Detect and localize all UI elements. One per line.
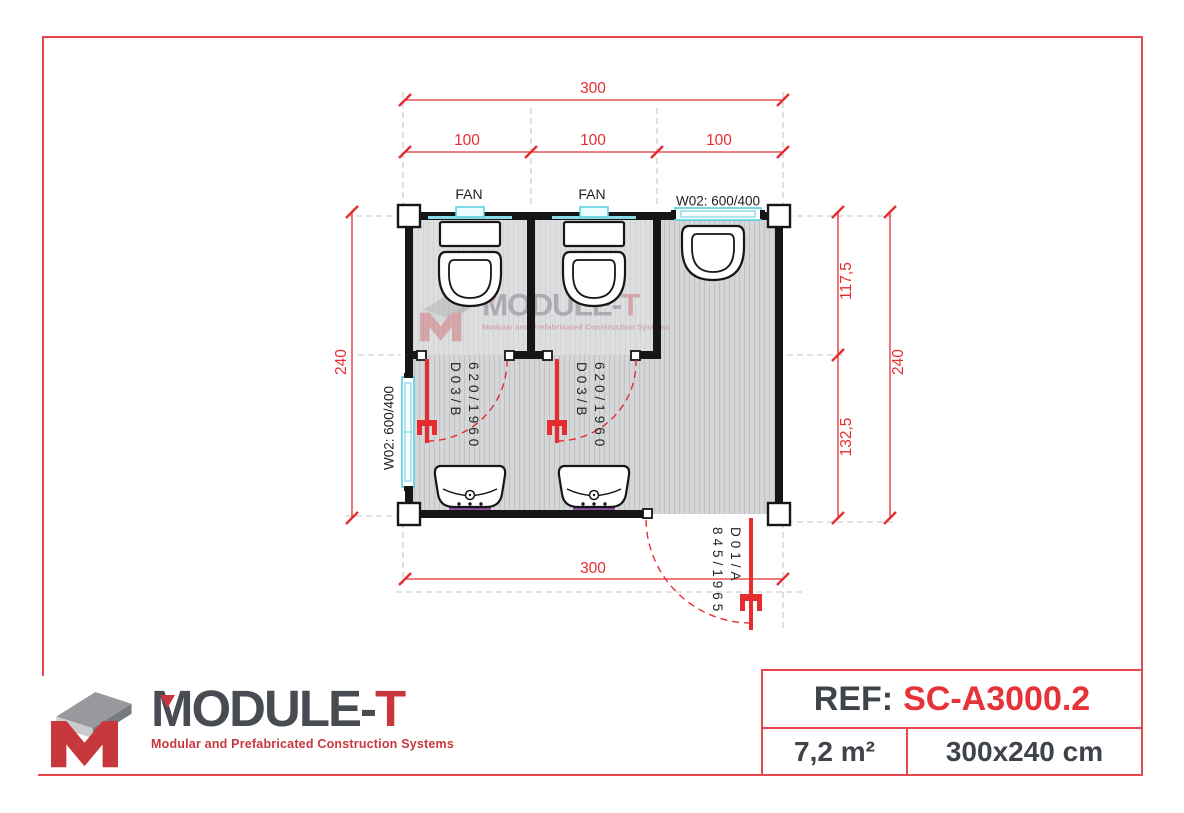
page-border-bottom xyxy=(38,774,1143,776)
main-door-code-label: D01/A xyxy=(728,527,743,585)
reference-box: REF: SC-A3000.2 7,2 m² 300x240 cm xyxy=(761,669,1143,776)
dim-bottom-total: 300 xyxy=(580,560,606,577)
window-left-label: W02: 600/400 xyxy=(381,385,397,471)
area-value: 7,2 m² xyxy=(763,729,908,774)
ref-label: REF: xyxy=(813,679,894,718)
main-door-leaf xyxy=(740,518,762,630)
fan-vent-mid-icon xyxy=(552,206,636,219)
company-logo: MODULE-T Modular and Prefabricated Const… xyxy=(43,683,454,769)
dim-top-seg-2: 100 xyxy=(580,132,606,149)
toilet-icon xyxy=(680,224,746,282)
door-leaves xyxy=(417,359,762,630)
brand-tagline: Modular and Prefabricated Construction S… xyxy=(481,322,670,332)
window-top-symbol xyxy=(671,207,765,221)
door-stop-posts xyxy=(416,350,653,519)
main-door-size-label: 845/1965 xyxy=(710,527,725,616)
door-1-size-label: 620/1960 xyxy=(466,362,481,451)
toilet-icon xyxy=(561,220,627,308)
page-border-top xyxy=(42,36,1143,38)
size-value: 300x240 cm xyxy=(945,735,1104,767)
dim-top-total: 300 xyxy=(580,80,606,97)
reference-title-row: REF: SC-A3000.2 xyxy=(763,671,1141,727)
toilet-icon xyxy=(437,220,503,308)
brand-accent: T xyxy=(374,680,406,737)
dim-right-total: 240 xyxy=(890,349,907,375)
fan-label-left: FAN xyxy=(455,186,483,202)
corner-posts xyxy=(396,203,792,527)
fan-vent-left-icon xyxy=(428,206,512,219)
brand-wordmark: MODULE-T xyxy=(151,683,454,734)
dimension-ticks xyxy=(345,93,897,586)
door-2-size-label: 620/1960 xyxy=(592,362,607,451)
partition-walls xyxy=(405,220,661,359)
extension-lines xyxy=(346,92,896,632)
page-border-left xyxy=(42,36,44,676)
floor-cubicle-1 xyxy=(413,220,527,355)
reference-specs-row: 7,2 m² 300x240 cm xyxy=(763,727,1141,774)
dim-top-seg-1: 100 xyxy=(454,132,480,149)
dim-top-seg-3: 100 xyxy=(706,132,732,149)
dimension-lines xyxy=(345,93,897,586)
door-1-code-label: D03/B xyxy=(448,362,463,420)
door-2-code-label: D03/B xyxy=(574,362,589,420)
sink-icon xyxy=(557,464,631,510)
fan-label-mid: FAN xyxy=(578,186,606,202)
ref-value: SC-A3000.2 xyxy=(903,679,1091,718)
dim-left-total: 240 xyxy=(333,349,350,375)
door-swing-arcs xyxy=(426,359,752,624)
sink-icon xyxy=(433,464,507,510)
door-leaf-1 xyxy=(417,359,437,443)
brand-m-triangle-icon xyxy=(487,296,497,305)
brand-main: MODULE- xyxy=(151,680,377,737)
brand-tagline: Modular and Prefabricated Construction S… xyxy=(151,737,455,751)
dim-right-bottom: 132,5 xyxy=(838,417,855,457)
dim-right-top: 117,5 xyxy=(838,262,855,300)
door-leaf-2 xyxy=(547,359,567,443)
brand-accent: T xyxy=(620,287,640,323)
module-t-m-icon xyxy=(50,692,132,768)
window-top-label: W02: 600/400 xyxy=(675,193,761,209)
window-left-symbol xyxy=(401,373,415,491)
page-border-right xyxy=(1141,36,1143,776)
